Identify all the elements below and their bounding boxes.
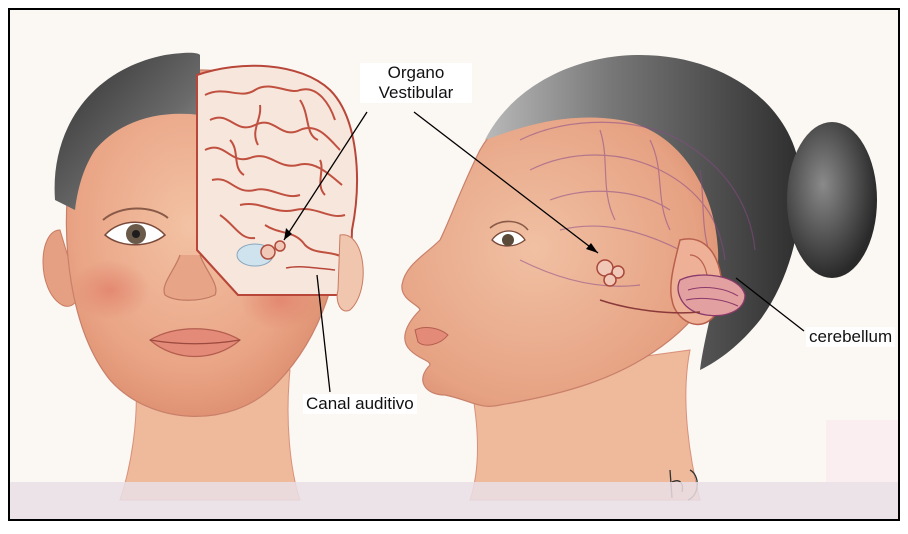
hair-bun (787, 122, 877, 278)
label-organo-line1: Organo (366, 63, 466, 83)
label-cerebellum: cerebellum (806, 327, 895, 347)
corner-patch (826, 420, 898, 482)
caption-strip (10, 482, 898, 519)
label-organo-line2: Vestibular (366, 83, 466, 103)
label-canal-auditivo: Canal auditivo (303, 394, 417, 414)
label-organo-vestibular: Organo Vestibular (360, 63, 472, 103)
brain-cross-section (197, 66, 357, 295)
